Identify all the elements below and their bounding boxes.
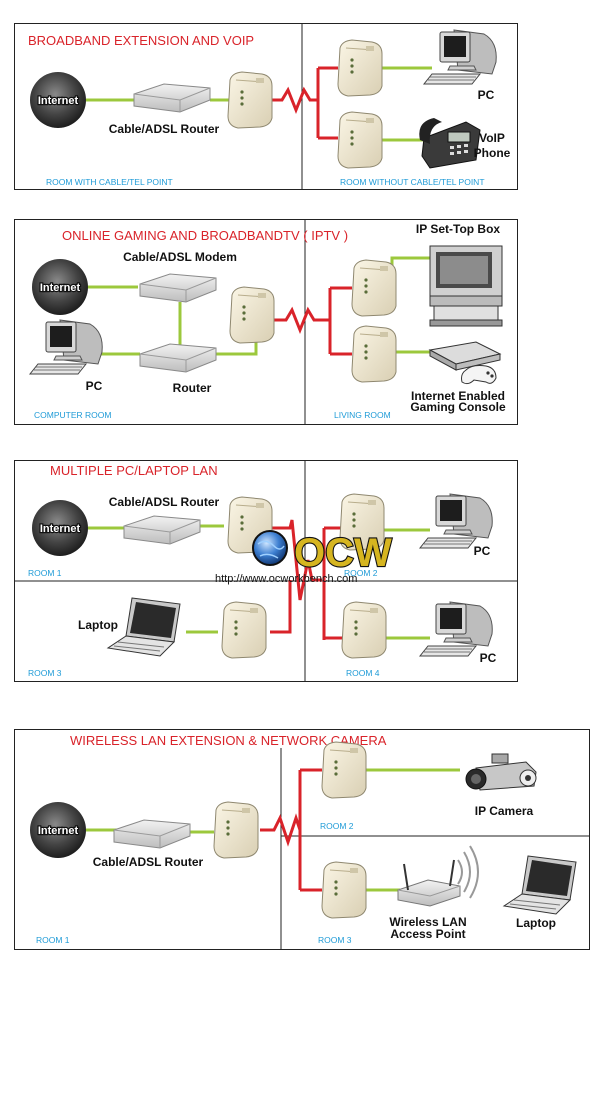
modem-label: Cable/ADSL Modem <box>123 250 237 264</box>
link-adapter-settop <box>390 256 430 280</box>
powerline-adapter-icon <box>321 861 367 919</box>
router-icon <box>123 515 201 545</box>
router-label: Cable/ADSL Router <box>93 855 204 869</box>
powerline-adapter-icon <box>341 601 387 659</box>
laptop-label: Laptop <box>78 618 118 632</box>
console-label-line1: Internet Enabled <box>411 389 505 403</box>
room-label: ROOM WITHOUT CABLE/TEL POINT <box>340 177 485 187</box>
console-label-line2: Gaming Console <box>410 400 506 414</box>
powerline-adapter-icon <box>321 741 367 799</box>
powerline-adapter-icon <box>351 325 397 383</box>
room-label: ROOM WITH CABLE/TEL POINT <box>46 177 173 187</box>
room-label: ROOM 2 <box>320 821 354 831</box>
router-label: Cable/ADSL Router <box>109 122 220 136</box>
router-label: Router <box>173 381 212 395</box>
powerline-adapter-icon <box>351 259 397 317</box>
watermark-url: http://www.ocworkbench.com <box>215 573 357 585</box>
panel-3-title: MULTIPLE PC/LAPTOP LAN <box>50 463 218 478</box>
pc-icon <box>423 29 497 85</box>
globe-icon <box>252 530 288 566</box>
pc-icon <box>29 319 103 375</box>
voip-phone-icon <box>418 117 481 169</box>
panel-broadband-voip: BROADBAND EXTENSION AND VOIP Internet Ca… <box>14 23 518 190</box>
laptop-label: Laptop <box>516 916 556 930</box>
set-top-box-icon <box>429 245 503 327</box>
panel-1-title: BROADBAND EXTENSION AND VOIP <box>28 33 254 48</box>
powerline-link <box>270 306 330 335</box>
router-icon <box>113 819 191 849</box>
access-point-icon <box>397 859 461 907</box>
powerline-link <box>264 86 318 115</box>
voip-label-line2: Phone <box>474 146 511 160</box>
gaming-console-icon <box>429 341 501 385</box>
pc-label: PC <box>474 544 491 558</box>
internet-label: Internet <box>40 523 81 535</box>
internet-label: Internet <box>38 825 79 837</box>
ocw-logo: OCW <box>294 531 392 575</box>
panel-3-frame <box>14 460 518 682</box>
room-label: LIVING ROOM <box>334 410 391 420</box>
panel-4-frame <box>14 729 590 950</box>
wifi-waves-icon <box>457 845 479 899</box>
modem-icon <box>139 273 217 303</box>
router-label: Cable/ADSL Router <box>109 495 220 509</box>
pc-label: PC <box>86 379 103 393</box>
router-icon <box>133 83 211 113</box>
ip-camera-label: IP Camera <box>475 804 534 818</box>
ip-camera-icon <box>465 753 537 791</box>
room-label: ROOM 1 <box>28 568 62 578</box>
ocw-watermark: OCW http://www.ocworkbench.com <box>215 530 393 585</box>
room-label: ROOM 2 <box>344 568 378 578</box>
powerline-link <box>260 813 302 847</box>
internet-label: Internet <box>40 282 81 294</box>
pc-label: PC <box>480 651 497 665</box>
panel-4-title: WIRELESS LAN EXTENSION & NETWORK CAMERA <box>70 733 387 748</box>
powerline-link <box>272 519 322 601</box>
pc-label: PC <box>478 88 495 102</box>
panel-multiple-pc-lan: MULTIPLE PC/LAPTOP LAN Internet Cable/AD… <box>14 460 518 682</box>
powerline-adapter-icon <box>337 111 383 169</box>
room-label: COMPUTER ROOM <box>34 410 111 420</box>
room-label: ROOM 1 <box>36 935 70 945</box>
powerline-adapter-icon <box>337 39 383 97</box>
powerline-adapter-icon <box>229 286 275 344</box>
room-label: ROOM 3 <box>318 935 352 945</box>
room-label: ROOM 3 <box>28 668 62 678</box>
internet-label: Internet <box>38 95 79 107</box>
panel-1-frame <box>14 23 518 190</box>
ap-label-line1: Wireless LAN <box>389 915 466 929</box>
ap-label-line2: Access Point <box>390 927 465 941</box>
router-icon <box>139 343 217 373</box>
panel-wireless-camera: WIRELESS LAN EXTENSION & NETWORK CAMERA … <box>14 729 590 950</box>
laptop-icon <box>503 855 577 915</box>
powerline-adapter-icon <box>227 71 273 129</box>
pc-icon <box>419 601 493 657</box>
powerline-adapter-icon <box>221 601 267 659</box>
voip-label-line1: VoIP <box>479 131 505 145</box>
room-label: ROOM 4 <box>346 668 380 678</box>
set-top-box-label: IP Set-Top Box <box>416 222 501 236</box>
laptop-icon <box>107 597 181 657</box>
panel-2-frame <box>14 219 518 425</box>
pc-icon <box>419 493 493 549</box>
panel-2-title: ONLINE GAMING AND BROADBANDTV ( IPTV ) <box>62 228 348 243</box>
panel-gaming-iptv: ONLINE GAMING AND BROADBANDTV ( IPTV ) I… <box>14 219 518 425</box>
powerline-adapter-icon <box>213 801 259 859</box>
